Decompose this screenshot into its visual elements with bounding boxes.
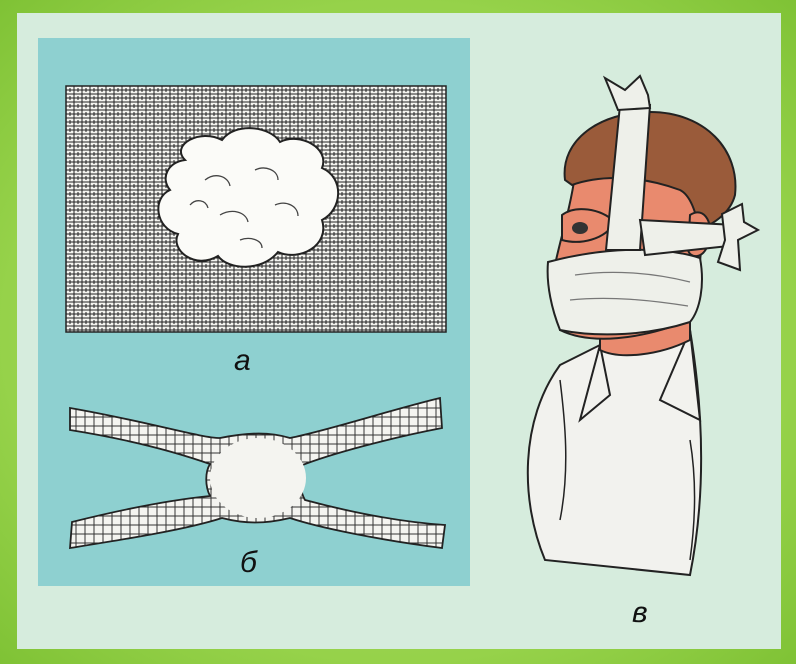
- label-b: б: [240, 548, 257, 578]
- man-wearing-mask: [528, 76, 758, 575]
- gauze-bandage: [70, 398, 445, 548]
- label-c: в: [632, 598, 648, 628]
- mask: [548, 250, 702, 335]
- label-a: а: [234, 346, 251, 376]
- cotton-wool-pad: [158, 128, 338, 267]
